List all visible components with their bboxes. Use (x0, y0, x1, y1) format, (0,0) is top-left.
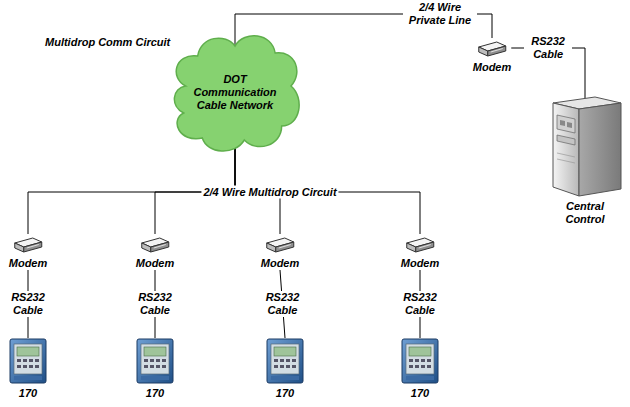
diagram-title: Multidrop Comm Circuit (45, 36, 170, 49)
modem-box: Modem (473, 38, 512, 74)
modem-box: Modem (136, 234, 175, 270)
controller-170: 170 (9, 338, 47, 400)
controller-170: 170 (401, 338, 439, 400)
controller-label: 170 (19, 387, 37, 400)
circuit-label: 2/4 Wire Multidrop Circuit (201, 186, 338, 199)
cable-label: RS232 Cable (131, 291, 179, 317)
modem-box: Modem (401, 234, 440, 270)
cable-label: RS232 Cable (524, 35, 572, 61)
modem-box: Modem (261, 234, 300, 270)
controller-170: 170 (266, 338, 304, 400)
cable-label: 2/4 Wire Private Line (403, 1, 477, 27)
modem-icon (403, 234, 437, 254)
cable-label: RS232 Cable (4, 291, 52, 317)
controller-icon (9, 338, 47, 384)
modem-box: Modem (9, 234, 48, 270)
controller-icon (401, 338, 439, 384)
controller-icon (136, 338, 174, 384)
cable-label: RS232 Cable (396, 291, 444, 317)
cloud-label-box: DOT Communication Cable Network (165, 28, 305, 156)
controller-icon (266, 338, 304, 384)
modem-icon (263, 234, 297, 254)
central-control-server: Central Control (545, 93, 625, 226)
modem-label: Modem (401, 257, 440, 270)
modem-label: Modem (136, 257, 175, 270)
controller-label: 170 (146, 387, 164, 400)
server-label: Central Control (554, 200, 616, 226)
network-cloud: DOT Communication Cable Network (165, 28, 305, 156)
controller-label: 170 (411, 387, 429, 400)
modem-icon (475, 38, 509, 58)
controller-170: 170 (136, 338, 174, 400)
modem-label: Modem (473, 61, 512, 74)
network-name: DOT Communication Cable Network (185, 73, 285, 112)
modem-label: Modem (9, 257, 48, 270)
controller-label: 170 (276, 387, 294, 400)
server-icon (545, 93, 625, 198)
modem-label: Modem (261, 257, 300, 270)
cable-label: RS232 Cable (259, 291, 307, 317)
modem-icon (11, 234, 45, 254)
modem-icon (138, 234, 172, 254)
